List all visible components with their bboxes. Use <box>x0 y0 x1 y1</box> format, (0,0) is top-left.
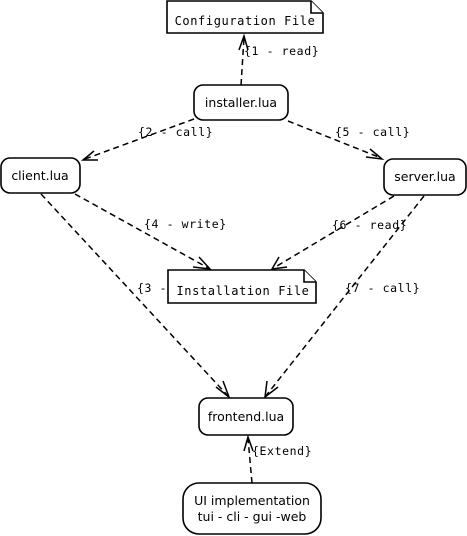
frontend-node: frontend.lua <box>198 397 294 436</box>
edge-label-3: {3 - <box>137 281 167 295</box>
edge-label-6: {6 - read} <box>332 218 407 232</box>
edge-installer-to-config <box>238 33 249 86</box>
ui-label-line2: tui - cli - gui -web <box>198 509 307 524</box>
edge-label-1: {1 - read} <box>244 44 319 58</box>
edge-label-5: {5 - call} <box>335 125 410 139</box>
server-label: server.lua <box>394 169 455 184</box>
edge-installer-to-client <box>80 118 195 161</box>
install-file-note: Installation File <box>167 269 317 304</box>
edge-client-to-frontend <box>40 193 231 400</box>
frontend-label: frontend.lua <box>208 409 284 424</box>
edge-installer-to-server <box>287 120 385 161</box>
edge-label-4: {4 - write} <box>144 217 227 231</box>
config-file-label: Configuration File <box>175 14 316 28</box>
edge-server-to-install-file <box>270 195 395 270</box>
client-label: client.lua <box>11 168 68 183</box>
edge-ui-to-frontend <box>243 434 254 484</box>
edge-server-to-frontend <box>264 195 425 399</box>
edge-label-7: {7 - call} <box>345 281 420 295</box>
edge-label-2: {2 - call} <box>138 125 213 139</box>
installer-node: installer.lua <box>193 84 289 121</box>
client-node: client.lua <box>0 157 81 194</box>
config-file-note: Configuration File <box>166 0 324 34</box>
server-node: server.lua <box>383 158 467 196</box>
ui-implementation-node: UI implementation tui - cli - gui -web <box>182 482 322 535</box>
edge-client-to-install-file <box>74 193 212 270</box>
edge-label-extend: {Extend} <box>252 444 312 458</box>
ui-label-line1: UI implementation <box>194 493 310 508</box>
install-file-label: Installation File <box>176 284 309 298</box>
installer-label: installer.lua <box>205 95 277 110</box>
